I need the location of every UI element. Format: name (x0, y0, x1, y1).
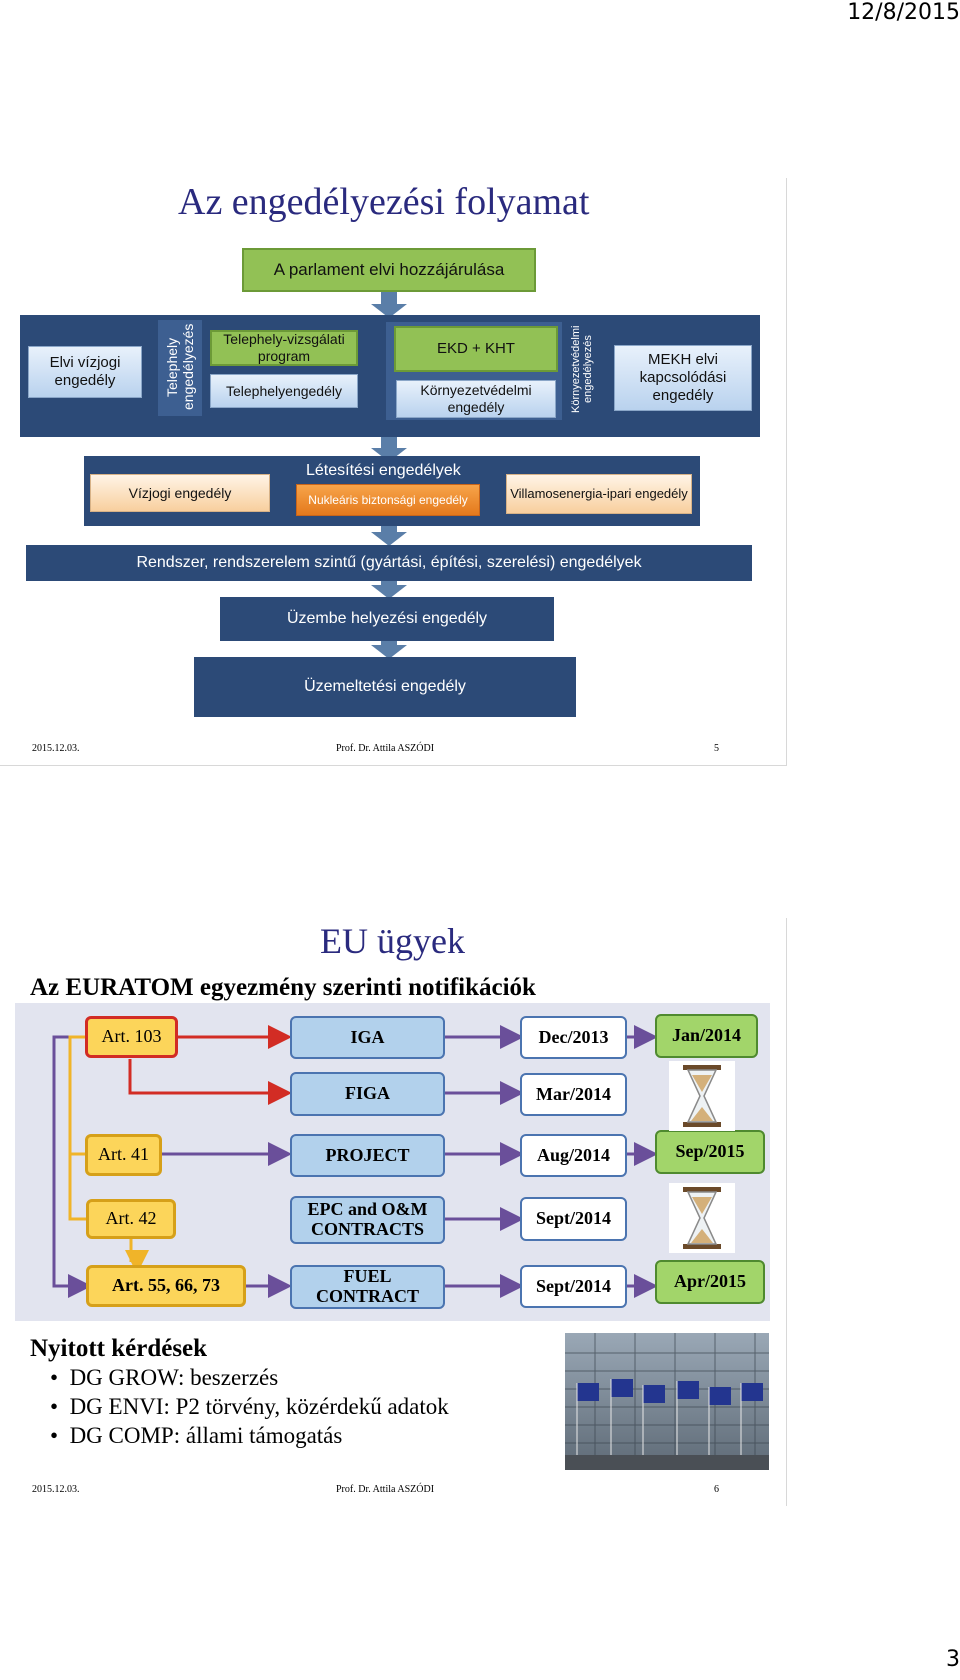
uzemeltetesi-band: Üzemeltetési engedély (194, 657, 576, 717)
bullet-item: • DG GROW: beszerzés (50, 1365, 279, 1390)
kornyezetvedelmi-box: Környezetvédelmi engedély (396, 380, 556, 418)
hourglass-icon (669, 1061, 735, 1131)
slide2-subtitle: Az EURATOM egyezmény szerinti notifikáci… (30, 974, 536, 1001)
arrow-stem (381, 292, 397, 306)
open-questions-heading: Nyitott kérdések (30, 1335, 208, 1362)
telephely-vertical-bg (158, 320, 202, 416)
page-number: 3 (946, 1647, 960, 1672)
arrow-stem (381, 581, 397, 587)
slide2-footer-date: 2015.12.03. (32, 1484, 80, 1495)
letesitesi-label: Létesítési engedélyek (306, 462, 461, 479)
date-box: Mar/2014 (520, 1073, 627, 1116)
bullet-text: DG ENVI: P2 törvény, közérdekű adatok (69, 1394, 449, 1419)
villamos-box: Villamosenergia-ipari engedély (506, 474, 692, 514)
arrow-down-icon (371, 585, 407, 599)
slide1-footer-date: 2015.12.03. (32, 743, 80, 754)
slide1-border (786, 178, 787, 766)
art103-box: Art. 103 (85, 1016, 178, 1058)
parliament-box: A parlament elvi hozzájárulása (242, 248, 536, 292)
epc-box: EPC and O&M CONTRACTS (290, 1196, 445, 1244)
date-box: Dec/2013 (520, 1016, 627, 1059)
arrow-stem (381, 641, 397, 647)
art41-box: Art. 41 (85, 1134, 162, 1176)
telephely-program-box: Telephely-vizsgálati program (210, 330, 358, 366)
green-date-box: Jan/2014 (655, 1014, 758, 1058)
date-box: Sept/2014 (520, 1197, 627, 1241)
art55-box: Art. 55, 66, 73 (86, 1265, 246, 1307)
green-date-box: Apr/2015 (655, 1260, 765, 1304)
open-questions: Nyitott kérdések • DG GROW: beszerzés • … (30, 1334, 449, 1450)
arrow-down-icon (371, 645, 407, 659)
arrow-stem (381, 526, 397, 534)
telephelyengedely-box: Telephelyengedély (210, 374, 358, 408)
bullet-text: DG COMP: állami támogatás (69, 1423, 343, 1448)
slide2-border (786, 918, 787, 1506)
bullet-item: • DG ENVI: P2 törvény, közérdekű adatok (50, 1394, 449, 1419)
nuklearis-box: Nukleáris biztonsági engedély (296, 484, 480, 516)
slide1-footer-author: Prof. Dr. Attila ASZÓDI (336, 743, 435, 754)
date-box: Aug/2014 (520, 1134, 627, 1177)
rendszer-band: Rendszer, rendszerelem szintű (gyártási,… (26, 545, 752, 581)
arrow-down-icon (371, 532, 407, 546)
ekd-kht-box: EKD + KHT (394, 326, 558, 372)
bullet-text: DG GROW: beszerzés (69, 1365, 279, 1390)
date-box: Sept/2014 (520, 1265, 627, 1308)
vizjogi-box: Vízjogi engedély (90, 474, 270, 512)
slide1-footer-number: 5 (714, 743, 719, 754)
figa-box: FIGA (290, 1072, 445, 1116)
hourglass-icon (669, 1183, 735, 1253)
green-date-box: Sep/2015 (655, 1130, 765, 1174)
fuel-box: FUEL CONTRACT (290, 1265, 445, 1309)
slide1-title: Az engedélyezési folyamat (178, 181, 590, 223)
slide1-bottom-border (0, 765, 787, 766)
uzembe-band: Üzembe helyezési engedély (220, 597, 554, 641)
iga-box: IGA (290, 1016, 445, 1059)
arrow-stem (381, 437, 397, 451)
elvi-vizjogi-box: Elvi vízjogi engedély (28, 346, 142, 398)
page-date: 12/8/2015 (847, 0, 960, 25)
project-box: PROJECT (290, 1134, 445, 1177)
bullet-item: • DG COMP: állami támogatás (50, 1423, 343, 1448)
eu-building-photo (565, 1333, 769, 1470)
slide2-footer-author: Prof. Dr. Attila ASZÓDI (336, 1484, 435, 1495)
art42-box: Art. 42 (86, 1199, 176, 1239)
mekh-box: MEKH elvi kapcsolódási engedély (614, 345, 752, 411)
slide2-title: EU ügyek (320, 921, 465, 961)
slide2-footer-number: 6 (714, 1484, 719, 1495)
arrow-down-icon (371, 304, 407, 318)
